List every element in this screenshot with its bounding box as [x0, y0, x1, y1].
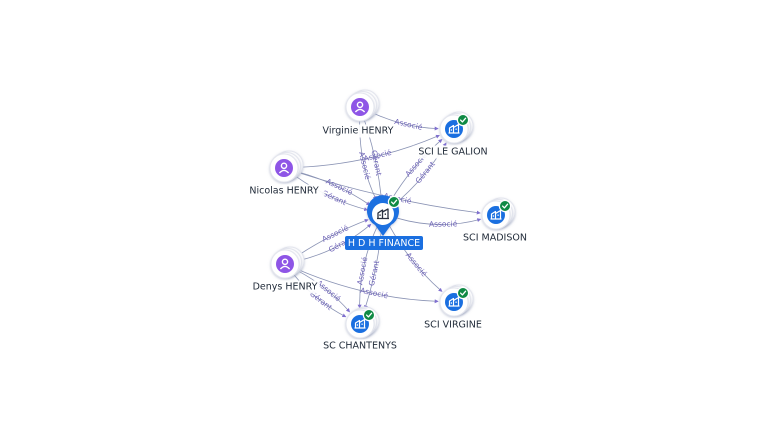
node-chantenys[interactable]: SC CHANTENYS	[322, 306, 398, 353]
edge-label: Gérant	[367, 260, 381, 287]
node-chantenys-name: SC CHANTENYS	[323, 341, 397, 352]
edge-label: Associé	[429, 219, 458, 228]
verified-check-icon	[387, 195, 401, 209]
building-icon	[351, 315, 369, 333]
node-galion-name: SCI LE GALION	[418, 147, 487, 158]
node-virginie[interactable]: Virginie HENRY	[314, 89, 402, 138]
node-galion-label: SCI LE GALION	[412, 145, 494, 159]
node-nicolas-label: Nicolas HENRY	[243, 184, 325, 198]
node-madison-name: SCI MADISON	[463, 233, 527, 244]
node-madison-label: SCI MADISON	[460, 231, 530, 245]
verified-check-icon	[498, 199, 512, 213]
edge-virginie-galion	[372, 112, 439, 131]
node-denys-label: Denys HENRY	[250, 280, 320, 294]
edge-denys-chantenys	[293, 274, 347, 318]
person-icon	[351, 98, 369, 116]
node-virgine[interactable]: SCI VIRGINE	[418, 284, 488, 332]
edge-denys-chantenys	[297, 270, 350, 313]
edge-hdh-galion	[389, 139, 443, 203]
edge-denys-virgine	[297, 269, 439, 304]
center-label-box	[345, 236, 423, 250]
node-nicolas[interactable]: Nicolas HENRY	[243, 150, 325, 198]
building-icon	[487, 206, 505, 224]
verified-check-icon	[456, 286, 470, 300]
building-icon	[445, 120, 463, 138]
edge-label: Associé	[359, 286, 389, 301]
edge-label: Associé	[404, 251, 429, 279]
node-galion[interactable]: SCI LE GALION	[412, 111, 494, 159]
person-icon	[276, 255, 294, 273]
node-madison[interactable]: SCI MADISON	[460, 197, 530, 245]
node-virgine-label: SCI VIRGINE	[418, 318, 488, 332]
person-icon	[275, 159, 293, 177]
node-virgine-name: SCI VIRGINE	[424, 320, 482, 331]
edge-hdh-chantenys	[357, 226, 378, 309]
verified-check-icon	[456, 113, 470, 127]
verified-check-icon	[362, 308, 376, 322]
building-icon	[377, 208, 389, 220]
node-virginie-name: Virginie HENRY	[323, 126, 394, 137]
edge-denys-hdh	[296, 218, 369, 257]
node-denys-name: Denys HENRY	[253, 282, 318, 293]
edge-hdh-madison	[396, 217, 482, 225]
edge-denys-hdh	[298, 223, 372, 262]
node-denys[interactable]: Denys HENRY	[250, 246, 320, 294]
nodes-layer: Virginie HENRY Nicolas HENRY Denys HENRY SC…	[243, 89, 530, 353]
node-nicolas-name: Nicolas HENRY	[249, 186, 318, 197]
edge-nicolas-hdh	[295, 175, 369, 212]
edge-nicolas-hdh	[297, 171, 371, 206]
node-chantenys-label: SC CHANTENYS	[322, 339, 398, 353]
center-node-name: H D H FINANCE	[348, 238, 420, 249]
building-icon	[445, 293, 463, 311]
edge-nicolas-galion	[297, 134, 440, 168]
node-virginie-label: Virginie HENRY	[314, 124, 402, 138]
edge-hdh-virgine	[389, 226, 443, 292]
center-node-hdh-finance[interactable]: H D H FINANCE	[345, 195, 423, 250]
